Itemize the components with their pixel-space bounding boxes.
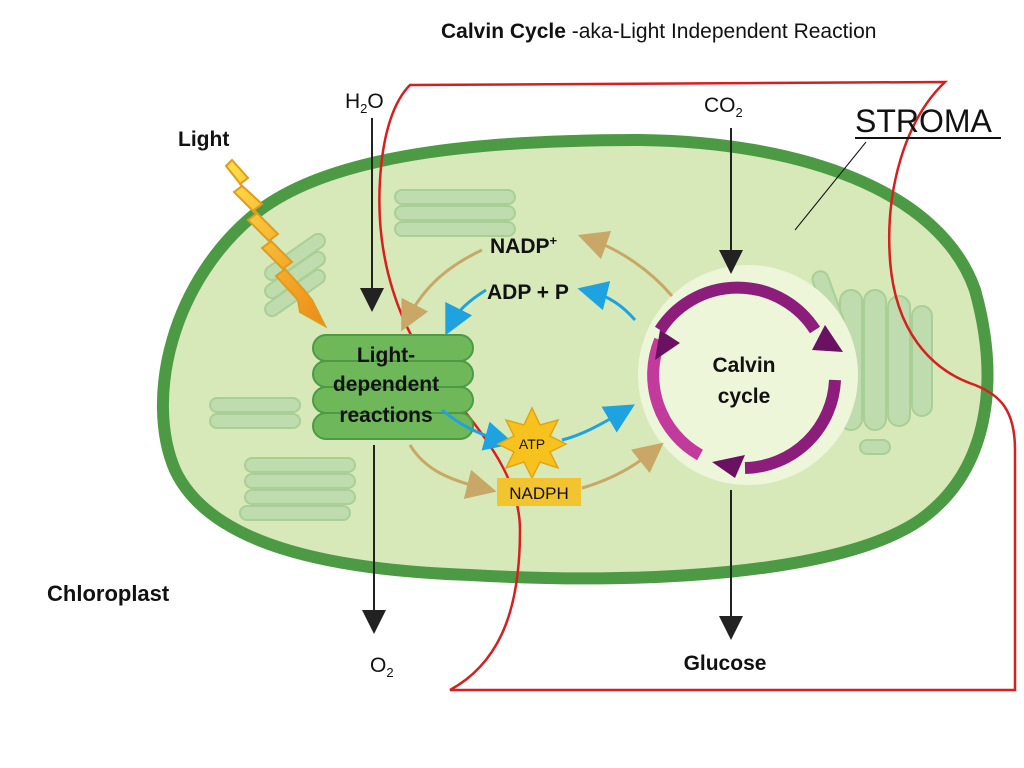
o2-subscript: 2 <box>386 665 393 680</box>
nadp-label: NADP+ <box>490 233 558 258</box>
adp-return-arrow <box>577 281 637 321</box>
nadph-box <box>497 478 581 506</box>
stroma-outline <box>378 80 1017 692</box>
ldr-line1: Light- <box>357 344 415 367</box>
stroma-pointer <box>794 141 867 231</box>
o2-label: O2 <box>370 654 394 680</box>
light-bolt-icon <box>224 158 328 329</box>
glucose-label: Glucose <box>684 652 767 675</box>
nadp-to-ldr-arrow <box>401 248 483 332</box>
calvin-line1: Calvin <box>712 354 775 377</box>
co2-label: CO2 <box>704 94 743 120</box>
co2-subscript: 2 <box>736 105 743 120</box>
ldr-to-nadph-arrow <box>408 444 497 499</box>
h2o-h: H <box>345 90 360 113</box>
stroma-label: STROMA <box>855 103 993 139</box>
ldr-to-atp-arrow <box>441 408 515 451</box>
grana-stack <box>312 334 474 440</box>
atp-to-calvin-arrow <box>561 404 635 442</box>
calvin-cycle-ring <box>647 281 843 478</box>
page-title: Calvin Cycle -aka-Light Independent Reac… <box>441 20 876 43</box>
o2-o: O <box>370 654 386 677</box>
atp-label: ATP <box>519 436 545 452</box>
chloroplast-label: Chloroplast <box>47 581 170 606</box>
h2o-o: O <box>367 90 383 113</box>
h2o-subscript: 2 <box>360 101 367 116</box>
nadph-label: NADPH <box>509 484 569 503</box>
title-main: Calvin Cycle <box>441 20 566 43</box>
nadp-main: NADP <box>490 235 550 258</box>
title-rest: -aka-Light Independent Reaction <box>566 20 877 43</box>
calvin-line2: cycle <box>718 385 771 408</box>
nadph-to-calvin-arrow <box>581 442 664 490</box>
nadp-superscript: + <box>550 233 558 248</box>
nadp-return-arrow <box>577 230 674 297</box>
co2-co: CO <box>704 94 736 117</box>
light-label: Light <box>178 128 229 151</box>
ldr-line2: dependent <box>333 373 439 396</box>
h2o-label: H2O <box>345 90 384 116</box>
adp-label: ADP + P <box>487 281 569 304</box>
ldr-line3: reactions <box>339 404 432 427</box>
adp-to-ldr-arrow <box>445 288 487 336</box>
